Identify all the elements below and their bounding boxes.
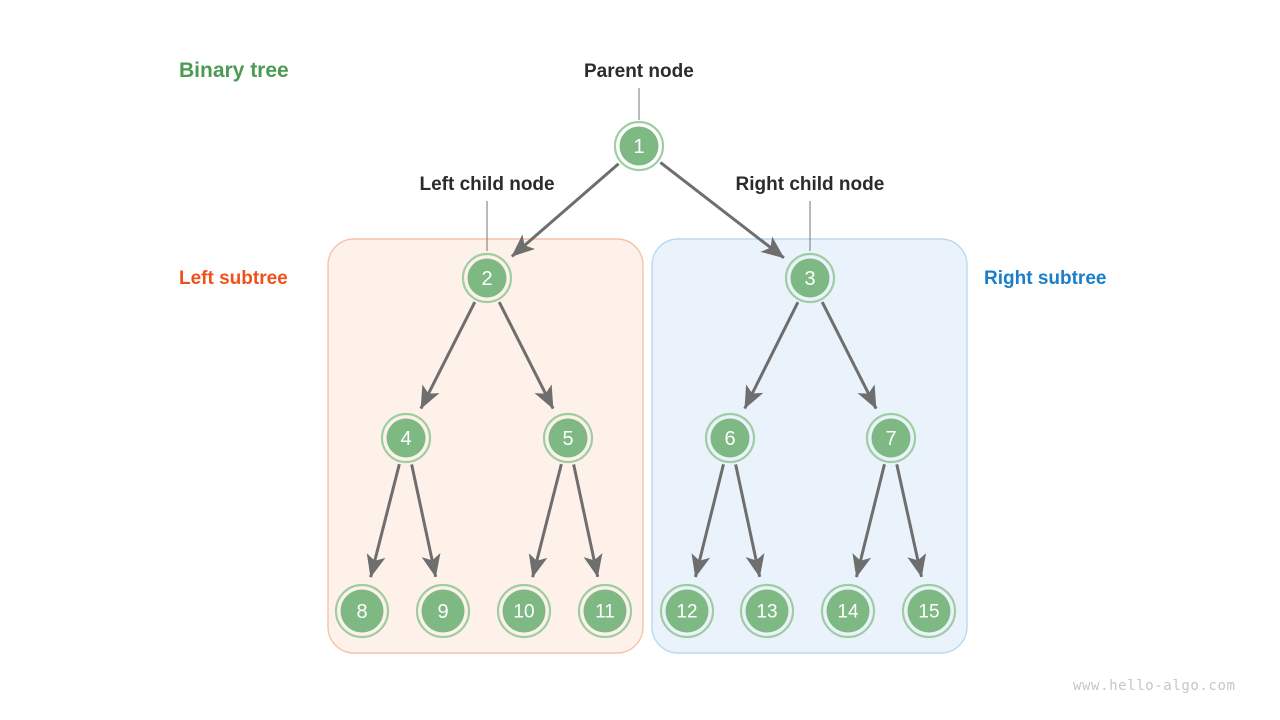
tree-node-15: 15 — [901, 583, 957, 639]
tree-edge-3-to-7 — [820, 301, 878, 410]
node-outer-ring — [784, 252, 836, 304]
tree-node-7: 7 — [865, 412, 917, 464]
diagram-title: Binary tree — [179, 59, 289, 82]
node-circle — [710, 418, 750, 458]
node-value-label: 7 — [885, 428, 896, 450]
node-circle — [421, 589, 465, 633]
node-outer-ring — [659, 583, 715, 639]
annotation-leader-lines — [486, 88, 811, 251]
node-outer-ring — [613, 120, 665, 172]
node-value-label: 1 — [633, 136, 644, 158]
tree-edge-7-to-15 — [895, 464, 927, 578]
node-value-label: 5 — [562, 428, 573, 450]
tree-node-1: 1 — [613, 120, 665, 172]
node-outer-ring — [820, 583, 876, 639]
node-circle — [502, 589, 546, 633]
tree-node-9: 9 — [415, 583, 471, 639]
tree-node-2: 2 — [461, 252, 513, 304]
tree-edge-3-to-6 — [743, 301, 800, 410]
tree-node-4: 4 — [380, 412, 432, 464]
tree-edge-2-to-4 — [419, 301, 477, 410]
tree-node-10: 10 — [496, 583, 552, 639]
node-value-label: 11 — [595, 602, 615, 623]
node-outer-ring — [704, 412, 756, 464]
tree-edge-1-to-3 — [659, 161, 785, 260]
node-circle — [907, 589, 951, 633]
node-outer-ring — [496, 583, 552, 639]
node-value-label: 15 — [918, 602, 939, 623]
node-outer-ring — [415, 583, 471, 639]
subtree-boxes — [327, 238, 968, 654]
node-outer-ring — [901, 583, 957, 639]
tree-edge-1-to-2 — [510, 162, 620, 258]
node-outer-ring — [577, 583, 633, 639]
node-circle — [583, 589, 627, 633]
node-circle — [665, 589, 709, 633]
tree-node-11: 11 — [577, 583, 633, 639]
node-value-label: 4 — [400, 428, 411, 450]
tree-edge-5-to-11 — [572, 464, 603, 578]
node-circle — [386, 418, 426, 458]
node-outer-ring — [542, 412, 594, 464]
node-value-label: 10 — [513, 602, 534, 623]
node-circle — [467, 258, 507, 298]
right-child-node-label: Right child node — [735, 174, 885, 195]
node-value-label: 9 — [437, 601, 448, 623]
tree-node-14: 14 — [820, 583, 876, 639]
left-child-node-label: Left child node — [419, 174, 555, 195]
node-value-label: 13 — [756, 602, 777, 623]
tree-node-8: 8 — [334, 583, 390, 639]
node-circle — [871, 418, 911, 458]
node-outer-ring — [865, 412, 917, 464]
tree-node-5: 5 — [542, 412, 594, 464]
tree-node-3: 3 — [784, 252, 836, 304]
tree-edge-4-to-9 — [410, 464, 441, 578]
right-subtree-label: Right subtree — [984, 268, 1107, 289]
node-circle — [790, 258, 830, 298]
tree-node-12: 12 — [659, 583, 715, 639]
tree-edge-7-to-14 — [852, 463, 886, 578]
node-value-label: 2 — [481, 268, 492, 290]
node-outer-ring — [461, 252, 513, 304]
left-subtree-box — [327, 238, 644, 654]
tree-edge-6-to-13 — [734, 464, 765, 578]
node-circle — [340, 589, 384, 633]
node-circle — [826, 589, 870, 633]
node-value-label: 3 — [804, 268, 815, 290]
tree-edge-6-to-12 — [691, 463, 725, 578]
node-value-label: 8 — [356, 601, 367, 623]
parent-node-label: Parent node — [584, 61, 694, 82]
tree-node-6: 6 — [704, 412, 756, 464]
node-circle — [548, 418, 588, 458]
tree-node-13: 13 — [739, 583, 795, 639]
node-outer-ring — [739, 583, 795, 639]
node-value-label: 14 — [837, 602, 859, 623]
node-outer-ring — [380, 412, 432, 464]
node-value-label: 6 — [724, 428, 735, 450]
tree-edge-4-to-8 — [366, 463, 401, 578]
node-value-label: 12 — [676, 602, 697, 623]
left-subtree-label: Left subtree — [179, 268, 288, 289]
node-circle — [745, 589, 789, 633]
node-outer-ring — [334, 583, 390, 639]
site-watermark: www.hello-algo.com — [1073, 678, 1236, 694]
tree-edges — [366, 161, 927, 578]
tree-edge-2-to-5 — [497, 301, 555, 410]
tree-edge-5-to-10 — [528, 463, 563, 578]
node-circle — [619, 126, 659, 166]
